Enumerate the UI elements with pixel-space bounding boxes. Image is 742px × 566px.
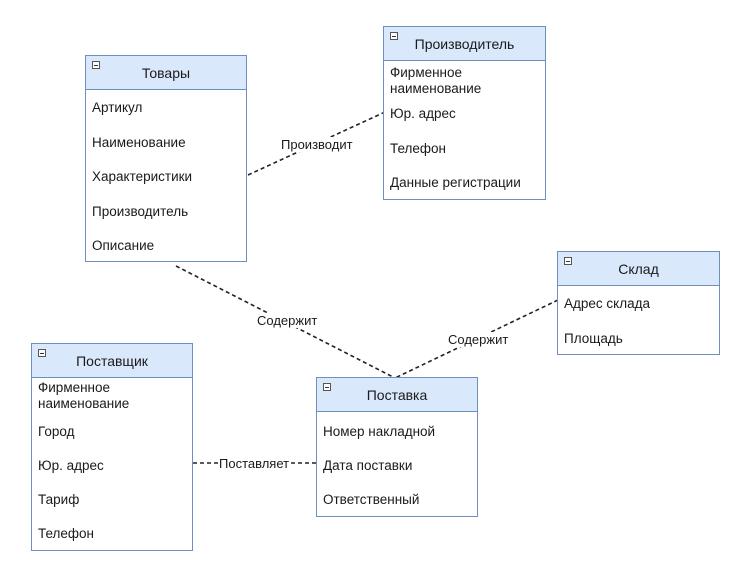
entity-sklad-title: Склад bbox=[618, 260, 659, 277]
entity-tovary-header: Товары bbox=[86, 56, 246, 90]
relation-label-postavlyaet: Поставляет bbox=[218, 456, 291, 471]
entity-postavshik-title: Поставщик bbox=[76, 352, 148, 369]
collapse-icon[interactable] bbox=[92, 61, 100, 69]
attr-otvetstvenny: Ответственный bbox=[323, 492, 420, 507]
attr-harakteristiki: Характеристики bbox=[92, 169, 193, 184]
attr-firmennoe-naimenovanie: Фирменное наименование bbox=[390, 65, 482, 96]
entity-sklad[interactable]: Склад Адрес склада Площадь bbox=[557, 251, 720, 355]
entity-postavshik-header: Поставщик bbox=[32, 344, 192, 378]
collapse-icon[interactable] bbox=[38, 349, 46, 357]
relation-label-soderzhit-sklad: Содержит bbox=[447, 332, 510, 347]
entity-proizvoditel-header: Производитель bbox=[384, 27, 545, 61]
attr-dannye-registracii: Данные регистрации bbox=[390, 175, 521, 190]
relation-label-soderzhit-tovary: Содержит bbox=[256, 313, 319, 328]
attr-proizvoditel: Производитель bbox=[92, 204, 189, 219]
attr-telefon: Телефон bbox=[38, 526, 95, 541]
entity-postavka-title: Поставка bbox=[366, 386, 428, 403]
attr-adres-sklada: Адрес склада bbox=[564, 296, 650, 311]
attr-ploshad: Площадь bbox=[564, 331, 623, 346]
entity-proizvoditel[interactable]: Производитель Фирменное наименование Юр.… bbox=[383, 26, 546, 200]
attr-naimenovanie: Наименование bbox=[92, 135, 186, 150]
attr-nomer-nakladnoy: Номер накладной bbox=[323, 424, 436, 439]
connector-sklad-postavka bbox=[394, 299, 559, 379]
entity-postavshik[interactable]: Поставщик Фирменное наименование Город Ю… bbox=[31, 343, 193, 551]
attr-artikul: Артикул bbox=[92, 100, 143, 115]
entity-postavka-header: Поставка bbox=[317, 378, 477, 412]
entity-tovary-title: Товары bbox=[141, 64, 191, 81]
attr-tarif: Тариф bbox=[38, 492, 80, 507]
entity-postavka[interactable]: Поставка Номер накладной Дата поставки О… bbox=[316, 377, 478, 517]
collapse-icon[interactable] bbox=[564, 257, 572, 265]
attr-firmennoe-naimenovanie: Фирменное наименование bbox=[38, 380, 130, 411]
attr-gorod: Город bbox=[38, 424, 75, 439]
entity-sklad-header: Склад bbox=[558, 252, 719, 286]
collapse-icon[interactable] bbox=[390, 32, 398, 40]
collapse-icon[interactable] bbox=[323, 383, 331, 391]
attr-yur-adres: Юр. адрес bbox=[390, 106, 456, 121]
attr-telefon: Телефон bbox=[390, 141, 447, 156]
relation-label-proizvodit: Производит bbox=[280, 137, 354, 152]
entity-tovary[interactable]: Товары Артикул Наименование Характеристи… bbox=[85, 55, 247, 262]
attr-yur-adres: Юр. адрес bbox=[38, 458, 104, 473]
attr-data-postavki: Дата поставки bbox=[323, 458, 413, 473]
attr-opisanie: Описание bbox=[92, 238, 155, 253]
entity-proizvoditel-title: Производитель bbox=[414, 35, 515, 52]
